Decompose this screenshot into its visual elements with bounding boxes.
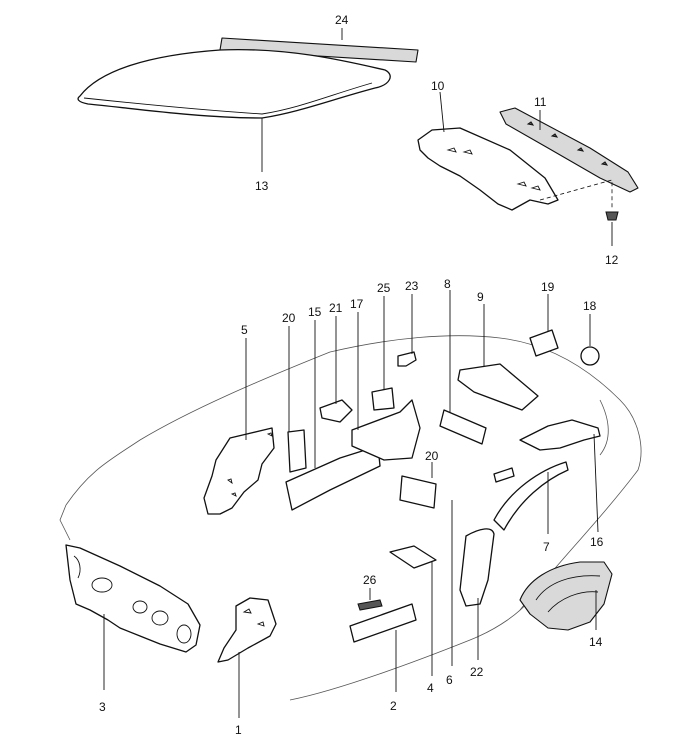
part-11-bar: 11 [499, 95, 639, 208]
callout-20b: 20 [425, 449, 439, 463]
part-20-pad-upper: 20 [282, 311, 307, 473]
part-24-strip: 24 [219, 13, 419, 63]
part-5-side-panel: 5 [203, 323, 275, 515]
part-10-shelf: 10 [417, 79, 559, 211]
callout-12: 12 [605, 253, 619, 267]
callout-13: 13 [255, 179, 269, 193]
part-26-strip: 26 [357, 573, 383, 611]
callout-6: 6 [446, 673, 453, 687]
part-19-pad: 19 [529, 280, 559, 357]
callout-22: 22 [470, 665, 484, 679]
callout-20a: 20 [282, 311, 296, 325]
callout-26: 26 [363, 573, 377, 587]
part-15-block: 15 [285, 305, 381, 511]
callout-15: 15 [308, 305, 322, 319]
part-21-block: 21 [319, 301, 353, 423]
callout-21: 21 [329, 301, 343, 315]
part-4-pad: 4 [389, 545, 437, 695]
callout-24: 24 [335, 13, 349, 27]
callout-8: 8 [444, 277, 451, 291]
callout-2: 2 [390, 699, 397, 713]
part-20-pad-lower: 20 [399, 449, 439, 509]
callout-18: 18 [583, 299, 597, 313]
car-body-outline [59, 335, 642, 701]
callout-25: 25 [377, 281, 391, 295]
callout-9: 9 [477, 290, 484, 304]
part-1-piece: 1 [217, 597, 277, 737]
part-13-headliner: 13 [77, 48, 391, 193]
part-16-trim: 16 [519, 419, 604, 549]
callout-11: 11 [534, 95, 547, 109]
callout-4: 4 [427, 681, 434, 695]
callout-10: 10 [431, 79, 445, 93]
part-22-arch: 22 [459, 528, 495, 679]
callout-3: 3 [99, 700, 106, 714]
callout-19: 19 [541, 280, 555, 294]
part-7-arch: 7 [493, 461, 569, 554]
callout-16: 16 [590, 535, 604, 549]
callout-17: 17 [350, 297, 364, 311]
part-8-pad: 8 [439, 277, 487, 445]
part-2-mat: 2 [349, 603, 417, 713]
callout-5: 5 [241, 323, 248, 337]
callout-7: 7 [543, 540, 550, 554]
part-25-plate: 25 [371, 281, 395, 411]
part-9-pad: 9 [457, 290, 539, 411]
part-23-piece: 23 [397, 279, 419, 367]
part-14-wheel-housing: 14 [519, 561, 613, 649]
part-18-disc: 18 [580, 299, 600, 366]
part-17-block: 17 [350, 297, 421, 461]
part-6-strip: 6 [446, 467, 515, 687]
callout-1: 1 [235, 723, 242, 737]
part-3-dash-insulator: 3 [65, 544, 201, 714]
callout-23: 23 [405, 279, 419, 293]
part-12-clip: 12 [605, 211, 619, 267]
callout-14: 14 [589, 635, 603, 649]
